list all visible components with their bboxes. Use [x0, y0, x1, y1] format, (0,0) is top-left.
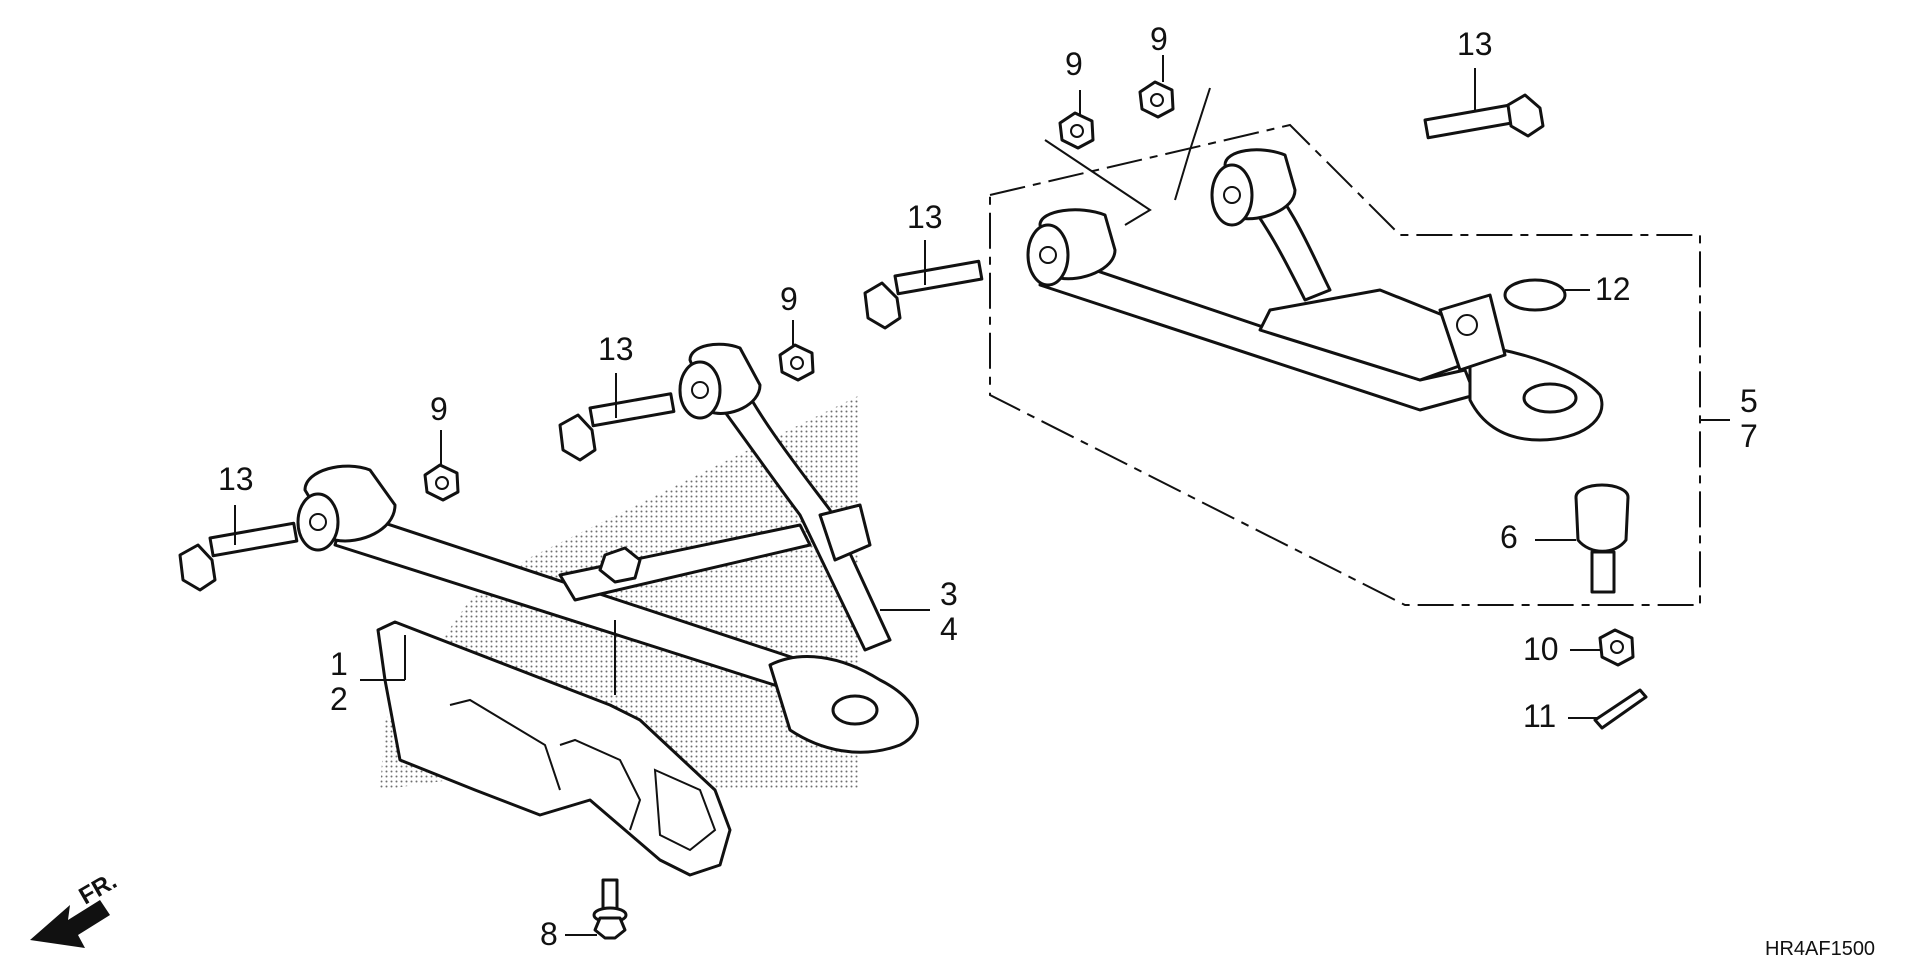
front-bushing-face — [296, 492, 340, 552]
rear-bushing-face — [678, 360, 722, 420]
nut-9-right-b — [1138, 80, 1175, 119]
center-nut — [598, 546, 642, 584]
diagram-code: HR4AF1500 — [1765, 938, 1875, 960]
lower-arm-assembly — [296, 342, 919, 754]
fr-label: FR. — [75, 867, 122, 910]
nut-9-right-a — [1058, 111, 1095, 150]
bolt-13-left-a — [178, 521, 299, 592]
lower-arm-ball-joint-hole — [831, 694, 879, 726]
ball-joint — [1574, 483, 1630, 594]
callout-9-left: 9 — [430, 391, 448, 427]
front-direction-arrow: FR. — [30, 867, 121, 948]
callout-1: 1 — [330, 646, 348, 682]
lower-arm-bracket — [818, 503, 872, 562]
upper-arm-rear-bushing-face — [1210, 163, 1254, 227]
callout-8: 8 — [540, 916, 558, 952]
callout-10: 10 — [1523, 631, 1559, 667]
cotter-pin — [1593, 688, 1648, 730]
callout-9-right-a: 9 — [1065, 46, 1083, 82]
callout-numbers: 1 2 3 4 5 6 7 8 9 9 9 9 10 11 12 13 13 1… — [218, 21, 1758, 952]
bolt-13-right-a — [863, 259, 984, 330]
nut-9-center — [778, 343, 815, 382]
upper-arm-front-bushing-face — [1026, 223, 1070, 287]
bolt-13-left-b — [558, 392, 676, 462]
circlip — [1503, 278, 1567, 312]
upper-arm-ball-joint-hole — [1522, 382, 1578, 414]
callout-13-right-a: 13 — [907, 199, 943, 235]
callout-11: 11 — [1523, 698, 1556, 734]
callout-7: 7 — [1740, 418, 1758, 454]
callout-13-right-b: 13 — [1457, 26, 1493, 62]
skid-plate-body — [376, 620, 732, 877]
callout-9-right-b: 9 — [1150, 21, 1168, 57]
castle-nut — [1598, 628, 1635, 667]
nut-9-left — [423, 463, 460, 502]
skid-plate — [376, 620, 732, 877]
leader-lines — [234, 55, 1730, 936]
callout-13-left-b: 13 — [598, 331, 634, 367]
callout-5: 5 — [1740, 383, 1758, 419]
callout-3: 3 — [940, 576, 958, 612]
callout-2: 2 — [330, 681, 348, 717]
flange-bolt-8 — [592, 878, 628, 940]
callout-12: 12 — [1595, 271, 1631, 307]
bolt-13-right-b — [1423, 93, 1545, 140]
callout-9-center: 9 — [780, 281, 798, 317]
lower-arm-rear-tube — [703, 368, 892, 652]
callout-4: 4 — [940, 611, 958, 647]
callout-13-left-a: 13 — [218, 461, 254, 497]
callout-6: 6 — [1500, 519, 1518, 555]
